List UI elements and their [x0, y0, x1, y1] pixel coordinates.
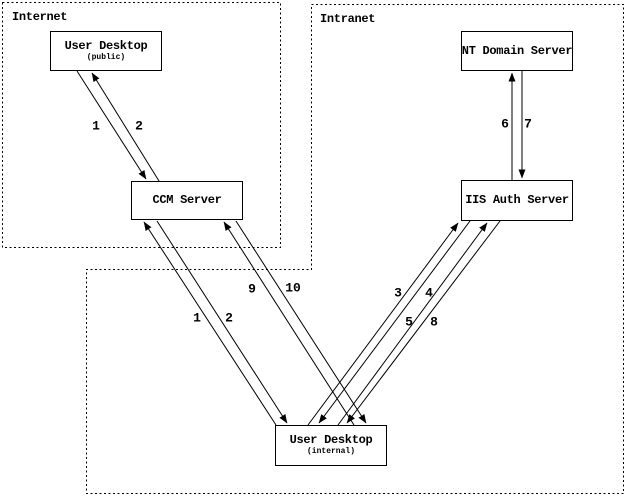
node-user-desktop-internal: User Desktop (internal)	[275, 425, 387, 466]
edge-label-1-internal: 1	[193, 310, 201, 326]
edge-label-3: 3	[394, 285, 402, 301]
edge-line-8-iis-to-internal-desktop	[346, 220, 501, 424]
edge-line-1-internal-desktop-to-ccm	[143, 221, 277, 426]
node-title: IIS Auth Server	[465, 193, 569, 207]
edge-line-2-ccm-to-public-desktop	[91, 72, 160, 182]
node-title: User Desktop	[289, 433, 373, 447]
edge-label-6: 6	[501, 116, 509, 132]
edge-label-2-internal: 2	[225, 310, 233, 326]
intranet-zone-border	[86, 4, 624, 494]
edge-label-8: 8	[430, 314, 438, 330]
node-title: CCM Server	[152, 193, 222, 207]
edge-label-2-public: 2	[135, 118, 143, 134]
edge-line-3-internal-desktop-to-iis	[307, 222, 459, 426]
node-title: User Desktop	[64, 38, 148, 53]
edge-line-9-internal-desktop-to-ccm	[223, 221, 355, 426]
edge-line-5-internal-desktop-to-iis	[337, 222, 488, 426]
edge-label-1-public: 1	[92, 118, 100, 134]
edge-label-5: 5	[405, 314, 413, 330]
node-iis-auth-server: IIS Auth Server	[461, 180, 573, 221]
node-subtitle: (internal)	[306, 447, 355, 456]
edge-line-4-iis-to-internal-desktop	[318, 220, 471, 424]
node-user-desktop-public: User Desktop (public)	[50, 31, 162, 71]
internet-zone-label: Internet	[12, 10, 68, 24]
node-nt-domain-server: NT Domain Server	[461, 31, 573, 71]
node-ccm-server: CCM Server	[131, 181, 243, 220]
node-subtitle: (public)	[86, 52, 126, 62]
edge-line-2-ccm-to-internal-desktop	[156, 220, 288, 424]
edge-label-9: 9	[248, 281, 256, 297]
edge-line-1-public-desktop-to-ccm	[76, 70, 147, 180]
edge-label-10: 10	[285, 280, 301, 296]
internet-zone-border	[2, 2, 281, 248]
edge-label-4: 4	[425, 285, 433, 301]
intranet-zone-label: Intranet	[320, 12, 376, 26]
edge-label-7: 7	[524, 116, 532, 132]
node-title: NT Domain Server	[461, 43, 573, 58]
